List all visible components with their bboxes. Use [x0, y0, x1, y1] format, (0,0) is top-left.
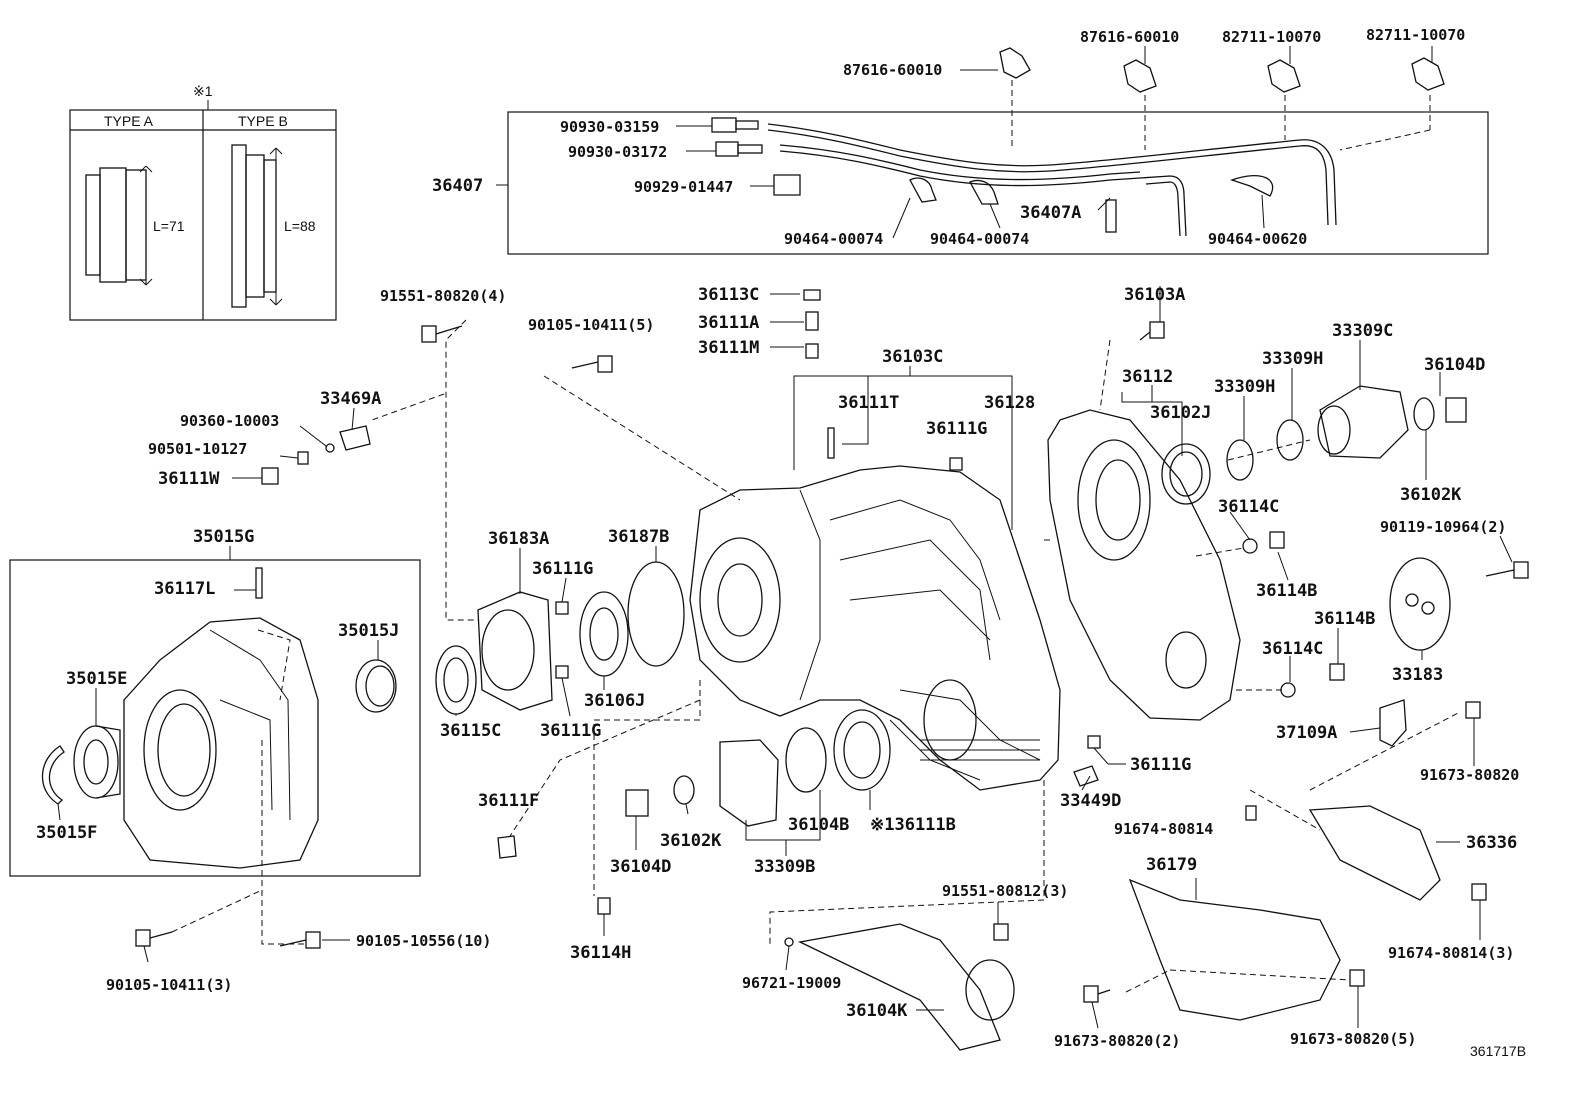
transfer-case-main: [689, 465, 1061, 791]
label-36102J: 36102J: [1150, 403, 1211, 423]
label-90930-03172: 90930-03172: [568, 143, 667, 161]
type-b-header: TYPE B: [238, 113, 288, 129]
label-36336: 36336: [1466, 833, 1517, 853]
label-35015J: 35015J: [338, 621, 399, 641]
label-36114B-b: 36114B: [1314, 609, 1375, 629]
label-91551-80820: 91551-80820(4): [380, 287, 506, 305]
label-36111B: ※136111B: [870, 815, 956, 835]
label-36114C-a: 36114C: [1218, 497, 1279, 517]
label-36111M: 36111M: [698, 338, 759, 358]
label-36114H: 36114H: [570, 943, 631, 963]
label-36117L: 36117L: [154, 579, 215, 599]
label-36103C: 36103C: [882, 347, 943, 367]
label-90360-10003: 90360-10003: [180, 412, 279, 430]
label-90105-10556: 90105-10556(10): [356, 932, 491, 950]
label-35015E: 35015E: [66, 669, 127, 689]
label-36111W: 36111W: [158, 469, 220, 489]
label-36115C: 36115C: [440, 721, 501, 741]
type-inset-table: ※1 TYPE A TYPE B L=71 L=88: [69, 83, 337, 321]
label-36187B: 36187B: [608, 527, 669, 547]
label-36114B-a: 36114B: [1256, 581, 1317, 601]
label-36128: 36128: [984, 393, 1035, 413]
label-90119-10964: 90119-10964(2): [1380, 518, 1506, 536]
label-33309B: 33309B: [754, 857, 815, 877]
label-96721-19009: 96721-19009: [742, 974, 841, 992]
label-37109A: 37109A: [1276, 723, 1337, 743]
label-36407A: 36407A: [1020, 203, 1081, 223]
label-82711-10070-a: 82711-10070: [1222, 28, 1321, 46]
inset-marker: ※1: [193, 83, 213, 99]
label-90464-00074-b: 90464-00074: [930, 230, 1029, 248]
label-91673-80820-b: 91673-80820(2): [1054, 1032, 1180, 1050]
label-33309H-b: 33309H: [1214, 377, 1275, 397]
type-b-dimension: L=88: [284, 218, 316, 234]
diagram-id: 361717B: [1470, 1043, 1526, 1059]
type-b-seal-drawing: L=88: [231, 144, 316, 308]
label-33449D: 33449D: [1060, 791, 1121, 811]
part-labels: 87616-60010 87616-60010 82711-10070 8271…: [36, 26, 1526, 1059]
label-36111G-c: 36111G: [540, 721, 601, 741]
label-36104D-a: 36104D: [1424, 355, 1485, 375]
label-35015F: 35015F: [36, 823, 97, 843]
label-36111G-d: 36111G: [1130, 755, 1191, 775]
label-36104B: 36104B: [788, 815, 849, 835]
label-90464-00620: 90464-00620: [1208, 230, 1307, 248]
label-36112: 36112: [1122, 367, 1173, 387]
label-36113C: 36113C: [698, 285, 759, 305]
leader-lines: [57, 46, 1513, 1029]
top-clips: [999, 47, 1445, 151]
label-90105-10411-3: 90105-10411(3): [106, 976, 232, 994]
type-a-header: TYPE A: [104, 113, 154, 129]
label-36111G-b: 36111G: [532, 559, 593, 579]
rear-case: [1047, 409, 1241, 721]
label-91674-80814-b: 91674-80814(3): [1388, 944, 1514, 962]
label-36179: 36179: [1146, 855, 1197, 875]
label-33469A: 33469A: [320, 389, 381, 409]
label-82711-10070-b: 82711-10070: [1366, 26, 1465, 44]
label-36111G-a: 36111G: [926, 419, 987, 439]
label-36114C-b: 36114C: [1262, 639, 1323, 659]
label-35015G: 35015G: [193, 527, 254, 547]
label-36102K-a: 36102K: [1400, 485, 1462, 505]
label-90501-10127: 90501-10127: [148, 440, 247, 458]
label-36103A: 36103A: [1124, 285, 1185, 305]
extension-housing-group: 35015G: [9, 527, 421, 877]
label-91673-80820-c: 91673-80820(5): [1290, 1030, 1416, 1048]
label-36102K-b: 36102K: [660, 831, 722, 851]
label-91674-80814-a: 91674-80814: [1114, 820, 1213, 838]
label-36183A: 36183A: [488, 529, 549, 549]
label-36111A: 36111A: [698, 313, 759, 333]
label-90929-01447: 90929-01447: [634, 178, 733, 196]
label-36104K: 36104K: [846, 1001, 908, 1021]
label-90464-00074-a: 90464-00074: [784, 230, 883, 248]
label-33309H-a: 33309H: [1262, 349, 1323, 369]
label-36104D-b: 36104D: [610, 857, 671, 877]
label-90105-10411-5: 90105-10411(5): [528, 316, 654, 334]
type-a-dimension: L=71: [153, 218, 185, 234]
breather-hose-group: 36407: [432, 111, 1489, 255]
label-87616-60010-a: 87616-60010: [843, 61, 942, 79]
label-36407: 36407: [432, 176, 483, 196]
label-33183: 33183: [1392, 665, 1443, 685]
type-a-seal-drawing: L=71: [85, 165, 185, 286]
label-36111F: 36111F: [478, 791, 539, 811]
label-36111T: 36111T: [838, 393, 899, 413]
label-36106J: 36106J: [584, 691, 645, 711]
label-91551-80812: 91551-80812(3): [942, 882, 1068, 900]
label-90930-03159: 90930-03159: [560, 118, 659, 136]
label-91673-80820-a: 91673-80820: [1420, 766, 1519, 784]
label-33309C: 33309C: [1332, 321, 1393, 341]
label-87616-60010-b: 87616-60010: [1080, 28, 1179, 46]
